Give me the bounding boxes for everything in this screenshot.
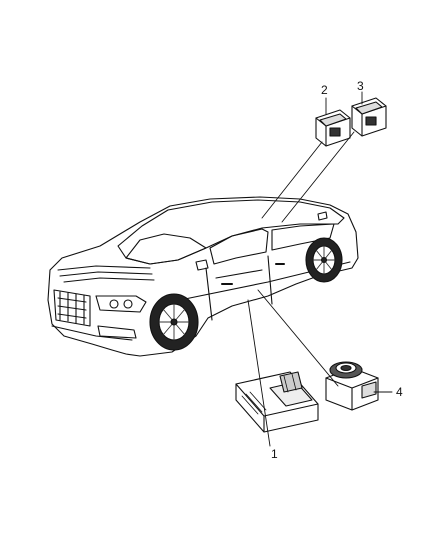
callout-2: 2 — [321, 83, 328, 97]
callout-4: 4 — [396, 385, 403, 399]
switch-part-3-icon — [351, 97, 387, 137]
control-module-part-1-icon — [235, 371, 319, 433]
callout-3: 3 — [357, 79, 364, 93]
switch-part-2-icon — [315, 109, 351, 147]
actuator-part-4-icon — [325, 361, 379, 411]
car-illustration-icon — [47, 196, 359, 357]
callout-1: 1 — [271, 447, 278, 461]
leader-lines — [247, 91, 393, 447]
